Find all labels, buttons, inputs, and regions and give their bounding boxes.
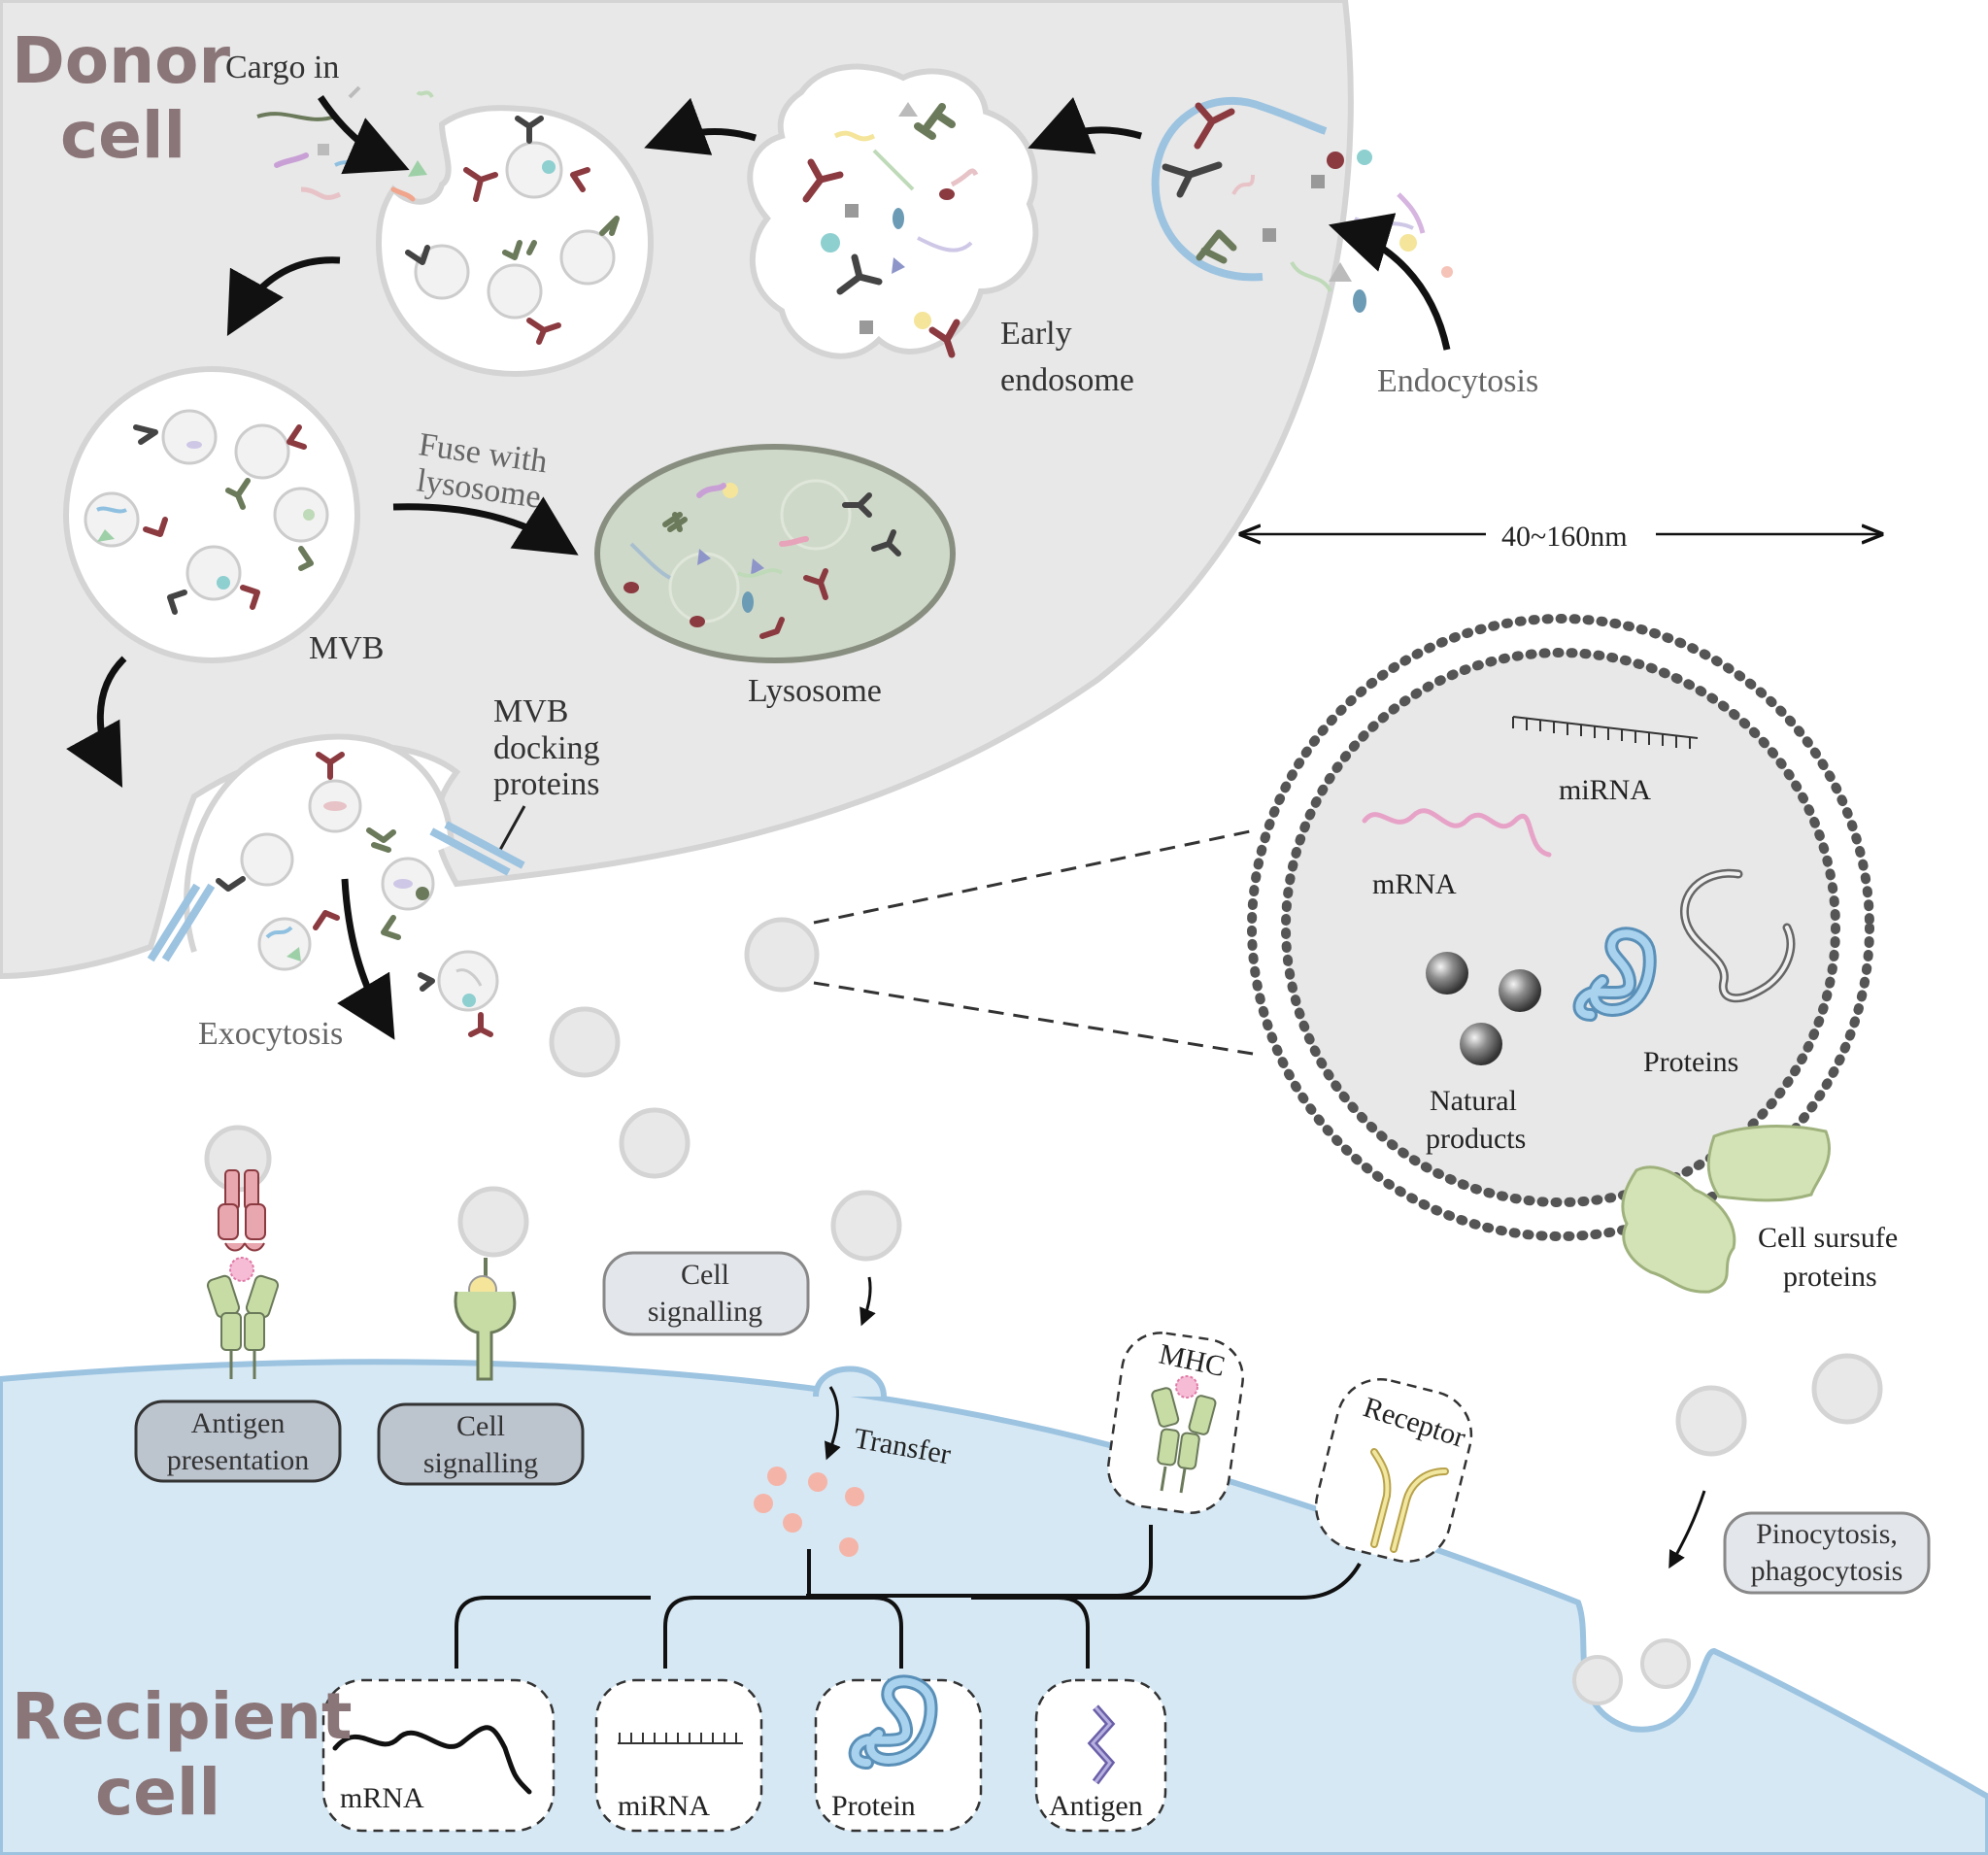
- pinocytosis-arrow: [1668, 1490, 1706, 1569]
- natural-products-label-2: products: [1426, 1123, 1526, 1155]
- natural-products-label-1: Natural: [1430, 1085, 1517, 1117]
- mrna-label: mRNA: [1372, 868, 1457, 900]
- cargo-in-particles: [256, 85, 434, 202]
- cell-surface-label-1: Cell sursufe: [1758, 1222, 1898, 1254]
- recipient-title-line1: Recipient: [12, 1679, 353, 1754]
- zoomed-exosome: miRNA mRNA Natural products Proteins: [1247, 614, 1874, 1241]
- cell-signalling-box: Cell signalling: [602, 1251, 810, 1336]
- exosome: [549, 1006, 621, 1078]
- cargo-box-mrna: mRNA: [321, 1678, 556, 1833]
- cell-signalling-box-2: signalling: [648, 1296, 762, 1328]
- receptor-box: Receptor: [1314, 1378, 1473, 1563]
- exosome: [619, 1107, 691, 1179]
- transfer-in-arrow: [859, 1276, 876, 1327]
- exosome: [1811, 1353, 1883, 1425]
- exosome-inner-membrane: [1281, 648, 1840, 1207]
- early-endosome-label-2: endosome: [1000, 362, 1134, 398]
- exosome: [830, 1190, 902, 1262]
- cell-surface-proteins: [1621, 1125, 1832, 1294]
- lysosome: [594, 444, 956, 663]
- cargo-in-arrow: [318, 95, 410, 175]
- arrow-mvb-to-exocytosis: [66, 656, 127, 789]
- mirna-icon: [618, 1733, 743, 1744]
- arrow-endocytosis-to-endosome: [1028, 97, 1142, 154]
- cargo-in-vesicle: [375, 105, 655, 378]
- pinocytosis-label-1: Pinocytosis,: [1756, 1518, 1898, 1550]
- early-endosome: [747, 63, 1039, 359]
- endocytosis-arrow: [1328, 213, 1451, 351]
- cargo-branch-lines: [455, 1525, 1362, 1669]
- cargo-box-protein-label: Protein: [831, 1790, 916, 1822]
- exocytosis-label: Exocytosis: [198, 1016, 343, 1052]
- cell-signalling-box-1: Cell: [681, 1259, 729, 1291]
- recipient-title-line2: cell: [95, 1755, 220, 1830]
- cell-signalling-receptor: [454, 1258, 517, 1381]
- cell-signalling-membrane-box: Cell signalling: [377, 1402, 585, 1486]
- donor-title-line2: cell: [60, 98, 185, 173]
- zoom-line-bottom: [813, 981, 1254, 1056]
- cell-signalling-membrane-2: signalling: [423, 1447, 538, 1479]
- natural-product-sphere: [1460, 1023, 1502, 1065]
- docking-pointer: [498, 805, 526, 851]
- mirna-label: miRNA: [1559, 774, 1651, 806]
- released-exosome: [418, 950, 499, 1037]
- mvb-label: MVB: [309, 630, 384, 666]
- released-cargo-particles: [754, 1467, 864, 1557]
- arrow-endosome-to-cargo: [644, 97, 758, 155]
- mhc-box: MHC: [1107, 1332, 1244, 1514]
- exosome: [1675, 1385, 1747, 1457]
- extracellular-exosomes: [204, 917, 1883, 1457]
- cargo-in-label: Cargo in: [225, 50, 339, 85]
- mirna-glyph: [1512, 716, 1699, 749]
- cargo-box-mirna: miRNA: [594, 1678, 763, 1833]
- natural-product-sphere: [1499, 969, 1541, 1012]
- mrna-glyph: [1362, 808, 1552, 858]
- early-endosome-label-1: Early: [1000, 316, 1072, 352]
- arrow-fuse-lysosome: [392, 496, 579, 556]
- cargo-box-antigen-label: Antigen: [1049, 1790, 1143, 1822]
- pinocytosis-label-2: phagocytosis: [1751, 1555, 1904, 1587]
- zoom-line-top: [813, 828, 1256, 925]
- transfer-fusion-vesicle: [813, 1366, 887, 1398]
- exocytosis-arrow: [337, 878, 395, 1040]
- cargo-box-protein: Protein: [814, 1674, 983, 1833]
- cell-surface-label-2: proteins: [1783, 1261, 1877, 1293]
- donor-title-line1: Donor: [12, 23, 230, 98]
- endocytosis-label: Endocytosis: [1377, 363, 1538, 399]
- docking-label-1: MVB: [493, 693, 568, 729]
- exocytosis-vesicle: [147, 733, 525, 971]
- antigen-presentation-box: Antigen presentation: [134, 1400, 342, 1483]
- docking-label-2: docking: [493, 730, 600, 766]
- mrna-icon: [332, 1725, 532, 1795]
- cargo-box-mirna-label: miRNA: [618, 1790, 710, 1822]
- mvb: [63, 366, 360, 663]
- exosome: [457, 1186, 529, 1258]
- endocytosis-vesicle: [1151, 96, 1453, 313]
- arrow-cargo-to-mvb: [226, 256, 341, 337]
- pinocytosis-box: Pinocytosis, phagocytosis: [1723, 1511, 1931, 1595]
- cargo-box-antigen: Antigen: [1034, 1678, 1167, 1833]
- cargo-box-mrna-label: mRNA: [340, 1782, 424, 1814]
- proteins-label: Proteins: [1643, 1046, 1738, 1078]
- antigen-presentation-label-2: presentation: [167, 1444, 310, 1476]
- size-range-label: 40~160nm: [1501, 521, 1628, 553]
- exosome-zoom-source: [744, 917, 820, 993]
- antigen-presentation-label-1: Antigen: [191, 1407, 286, 1439]
- cell-signalling-membrane-1: Cell: [456, 1410, 505, 1442]
- exosome-outer-membrane: [1247, 614, 1874, 1241]
- transfer-arrow: [824, 1386, 841, 1461]
- antigen-presentation-complex: [206, 1169, 280, 1379]
- docking-label-3: proteins: [493, 766, 600, 802]
- pinocytosis-vesicles: [1572, 1638, 1691, 1705]
- natural-product-sphere: [1426, 952, 1468, 995]
- lysosome-label: Lysosome: [748, 673, 882, 709]
